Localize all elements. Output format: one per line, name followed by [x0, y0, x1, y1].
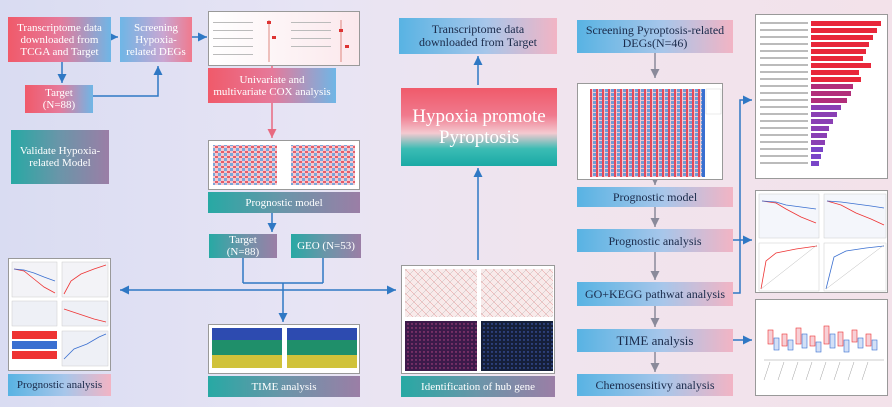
go-kegg-label: GO+KEGG pathwat analysis: [584, 287, 726, 301]
prognostic-analysis-left-box: Prognostic analysis: [8, 374, 111, 396]
prognostic-model-left-box: Prognostic model: [208, 192, 360, 213]
prognostic-analysis-right-label: Prognostic analysis: [608, 233, 702, 248]
pyroptosis-heatmap-thumbnail: [577, 83, 723, 180]
target-n88-box: Target (N=88): [209, 234, 277, 258]
hub-gene-box: Identification of hub gene: [401, 376, 555, 397]
time-analysis-right-box: TIME analysis: [577, 329, 733, 352]
validate-model-label: Validate Hypoxia-related Model: [19, 145, 101, 169]
time-analysis-left-box: TIME analysis: [208, 376, 360, 397]
cox-analysis-label: Univariate and multivariate COX analysis: [213, 73, 331, 98]
geo-n53-box: GEO (N=53): [291, 234, 361, 258]
go-kegg-barplot-thumbnail: [755, 14, 888, 179]
validate-model-box: Validate Hypoxia-related Model: [11, 130, 109, 184]
time-analysis-left-label: TIME analysis: [251, 380, 317, 393]
screening-hypoxia-label: Screening Hypoxia-related DEGs: [126, 21, 186, 58]
target-n88-top-label: Target (N=88): [42, 87, 76, 111]
time-analysis-right-label: TIME analysis: [616, 332, 694, 348]
center-title-box: Hypoxia promote Pyroptosis: [401, 88, 557, 166]
screening-pyroptosis-label: Screening Pyroptosis-related DEGs(N=46): [585, 22, 725, 50]
prognostic-model-left-label: Prognostic model: [245, 196, 323, 209]
chemosensitivity-box: Chemosensitivy analysis: [577, 374, 733, 396]
transcriptome-tcga-label: Transcriptome data downloaded from TCGA …: [17, 21, 102, 58]
go-kegg-box: GO+KEGG pathwat analysis: [577, 282, 733, 306]
screening-pyroptosis-box: Screening Pyroptosis-related DEGs(N=46): [577, 20, 733, 53]
time-analysis-left-thumbnail: [208, 324, 360, 374]
screening-hypoxia-box: Screening Hypoxia-related DEGs: [120, 17, 192, 62]
center-title-label: Hypoxia promote Pyroptosis: [412, 106, 546, 148]
target-n88-label: Target (N=88): [226, 234, 260, 258]
prognostic-model-heatmap-thumbnail: [208, 140, 360, 190]
target-n88-top-box: Target (N=88): [25, 85, 93, 113]
cox-analysis-box: Univariate and multivariate COX analysis: [208, 68, 336, 103]
prognostic-analysis-left-label: Prognostic analysis: [16, 379, 103, 391]
transcriptome-target-label: Transcriptome data downloaded from Targe…: [418, 22, 538, 49]
survival-roc-thumbnail: [755, 190, 888, 293]
prognostic-analysis-right-box: Prognostic analysis: [577, 229, 733, 252]
hub-gene-thumbnail: [401, 265, 555, 374]
hub-gene-label: Identification of hub gene: [421, 380, 535, 393]
prognostic-analysis-left-thumbnail: [8, 258, 111, 371]
prognostic-model-right-label: Prognostic model: [612, 190, 698, 204]
geo-n53-label: GEO (N=53): [297, 240, 355, 252]
time-boxplot-thumbnail: [755, 299, 888, 396]
transcriptome-tcga-box: Transcriptome data downloaded from TCGA …: [8, 17, 111, 62]
chemosensitivity-label: Chemosensitivy analysis: [595, 378, 715, 392]
transcriptome-target-box: Transcriptome data downloaded from Targe…: [399, 18, 557, 54]
cox-forest-plot-thumbnail: [208, 11, 360, 66]
prognostic-model-right-box: Prognostic model: [577, 187, 733, 207]
